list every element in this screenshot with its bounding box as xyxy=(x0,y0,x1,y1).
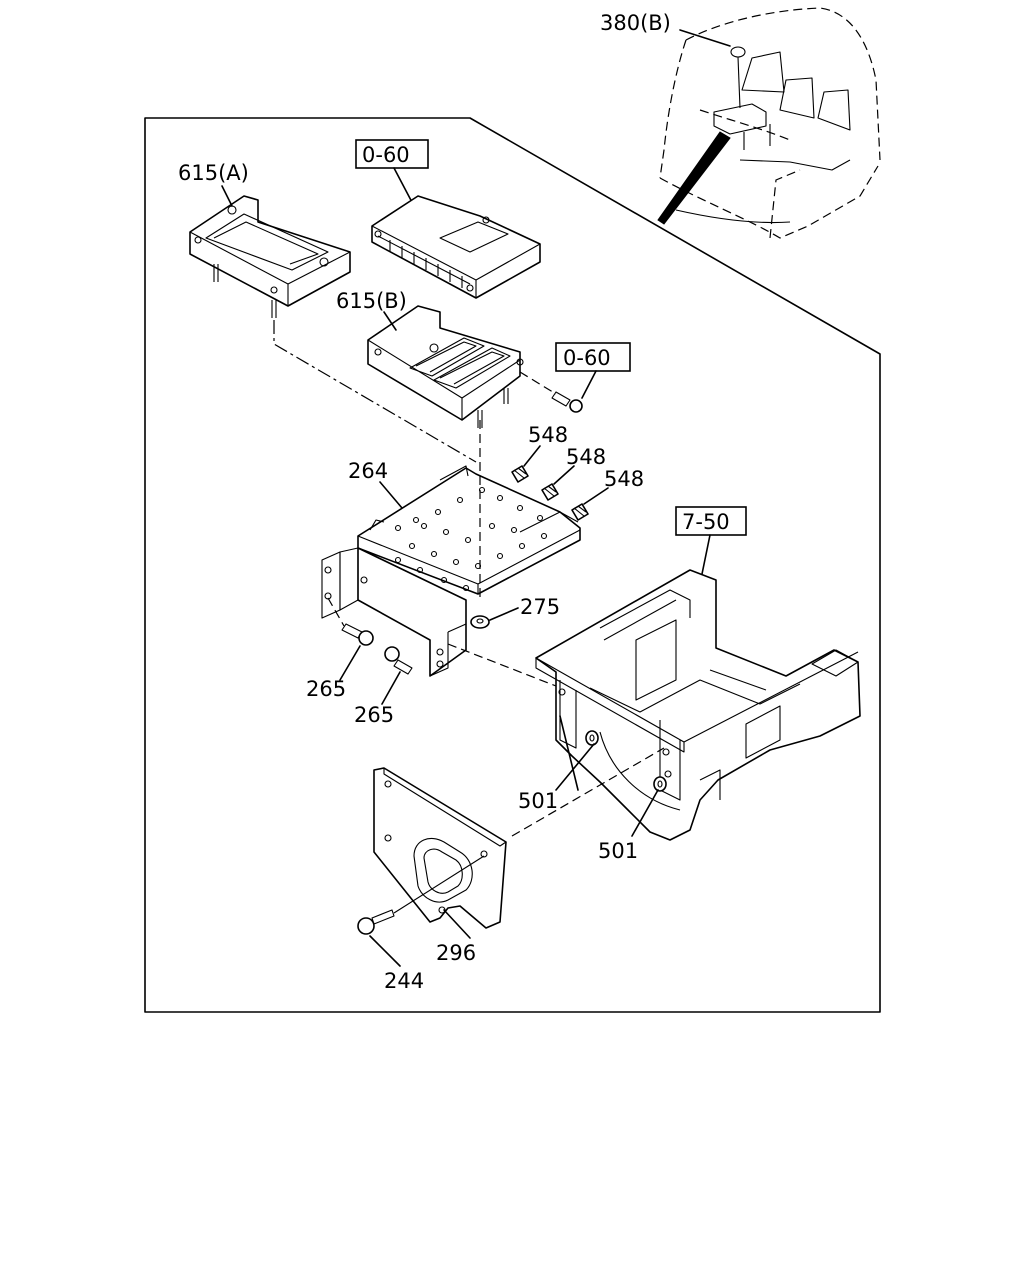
bolt-244 xyxy=(357,855,485,935)
alignment-line-d xyxy=(511,747,665,837)
ref-label-265-a: 265 xyxy=(306,677,346,701)
alignment-line-c xyxy=(447,643,557,687)
clip-548-b xyxy=(541,483,559,501)
bracket-615b xyxy=(367,305,524,428)
assembly-boundary-frame xyxy=(144,117,881,1013)
screw-060 xyxy=(519,371,583,413)
ref-box-750 xyxy=(675,506,747,536)
ref-label-244: 244 xyxy=(384,969,424,993)
location-pointer-arrow xyxy=(657,131,731,225)
ref-box-060-top xyxy=(355,139,429,169)
ref-label-548-a: 548 xyxy=(528,423,568,447)
bracket-264 xyxy=(321,465,581,677)
ref-label-265-b: 265 xyxy=(354,703,394,727)
ref-label-060-side: 0-60 xyxy=(563,346,611,370)
clip-nut-501-b xyxy=(653,776,667,792)
ref-label-548-c: 548 xyxy=(604,467,644,491)
ref-label-296: 296 xyxy=(436,941,476,965)
screw-265-b xyxy=(384,646,413,675)
alignment-line-a xyxy=(273,320,477,463)
ref-label-380b: 380(B) xyxy=(600,11,671,35)
bracket-615a xyxy=(189,185,351,318)
ref-label-501-b: 501 xyxy=(598,839,638,863)
ref-box-060-side xyxy=(555,342,631,372)
ecu-control-unit xyxy=(371,195,541,299)
ref-label-548-b: 548 xyxy=(566,445,606,469)
ref-label-275: 275 xyxy=(520,595,560,619)
ref-label-501-a: 501 xyxy=(518,789,558,813)
clip-548-c xyxy=(571,503,589,521)
ref-label-615a: 615(A) xyxy=(178,161,249,185)
ref-label-060-top: 0-60 xyxy=(362,143,410,167)
cover-plate-296 xyxy=(373,767,507,929)
cab-floor-structure xyxy=(535,569,861,841)
ecu-location-marker xyxy=(730,46,746,58)
screw-265-a xyxy=(327,597,374,646)
nut-275 xyxy=(470,615,490,629)
cab-overview-illustration: 380(B) xyxy=(600,7,881,239)
ref-label-264: 264 xyxy=(348,459,388,483)
clip-nut-501-a xyxy=(585,730,599,746)
clip-548-a xyxy=(511,465,529,483)
ref-label-615b: 615(B) xyxy=(336,289,407,313)
ref-label-750: 7-50 xyxy=(682,510,730,534)
